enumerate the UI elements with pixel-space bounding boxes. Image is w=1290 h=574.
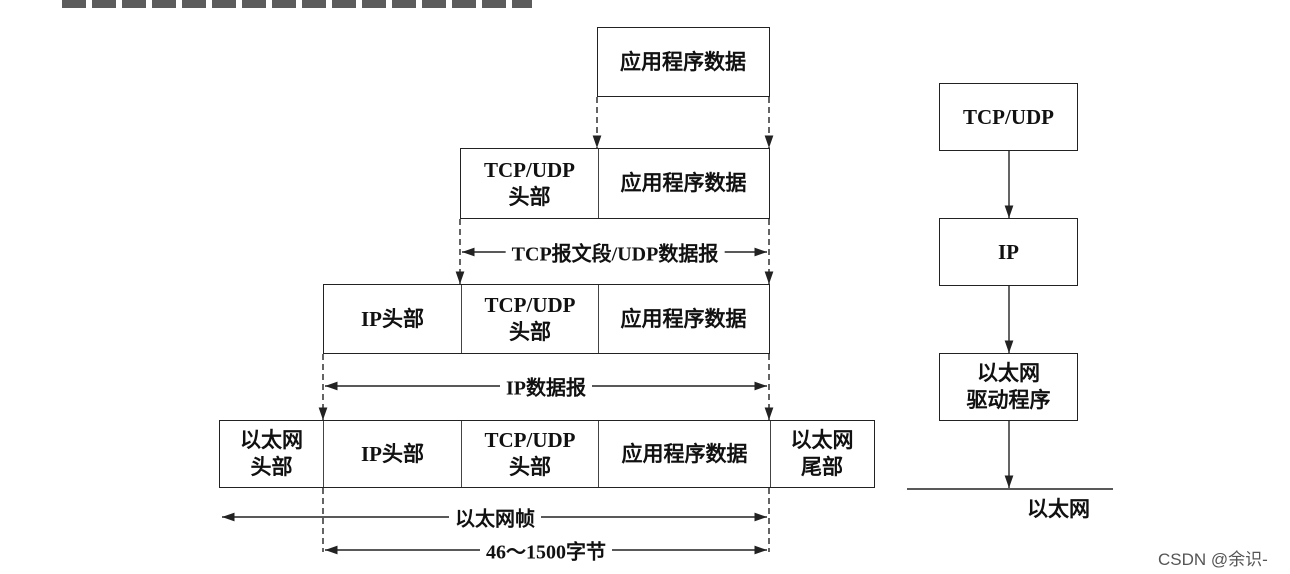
cell-ip-header: IP头部 bbox=[324, 285, 461, 353]
watermark: CSDN @余识- bbox=[1158, 550, 1268, 569]
cell-tcpudp-header: TCP/UDP 头部 bbox=[461, 285, 598, 353]
stack-box-ip: IP bbox=[939, 218, 1078, 286]
cropped-heading-fragment bbox=[62, 0, 532, 8]
label-tcp-segment: TCP报文段/UDP数据报 bbox=[505, 237, 725, 267]
row-link: 以太网 头部 IP头部 TCP/UDP 头部 应用程序数据 以太网 尾部 bbox=[219, 420, 875, 488]
stack-box-tcpudp: TCP/UDP bbox=[939, 83, 1078, 151]
cell-ip-header: IP头部 bbox=[323, 421, 461, 487]
cell-app-data: 应用程序数据 bbox=[598, 28, 768, 96]
label-eth-frame: 以太网帧 bbox=[449, 502, 541, 532]
label-ip-datagram: IP数据报 bbox=[500, 371, 592, 401]
cell-app-data: 应用程序数据 bbox=[598, 285, 768, 353]
cell-tcpudp-header: TCP/UDP 头部 bbox=[461, 149, 598, 218]
row-application: 应用程序数据 bbox=[597, 27, 770, 97]
row-transport: TCP/UDP 头部 应用程序数据 bbox=[460, 148, 770, 219]
row-network: IP头部 TCP/UDP 头部 应用程序数据 bbox=[323, 284, 770, 354]
label-payload-size: 46～1500字节 bbox=[480, 535, 612, 565]
stack-box-driver: 以太网 驱动程序 bbox=[939, 353, 1078, 421]
cell-app-data: 应用程序数据 bbox=[598, 421, 770, 487]
cell-app-data: 应用程序数据 bbox=[598, 149, 768, 218]
cell-eth-trailer: 以太网 尾部 bbox=[770, 421, 873, 487]
cell-tcpudp-header: TCP/UDP 头部 bbox=[461, 421, 598, 487]
label-ethernet-medium: 以太网 bbox=[1027, 497, 1090, 521]
cell-eth-header: 以太网 头部 bbox=[220, 421, 323, 487]
